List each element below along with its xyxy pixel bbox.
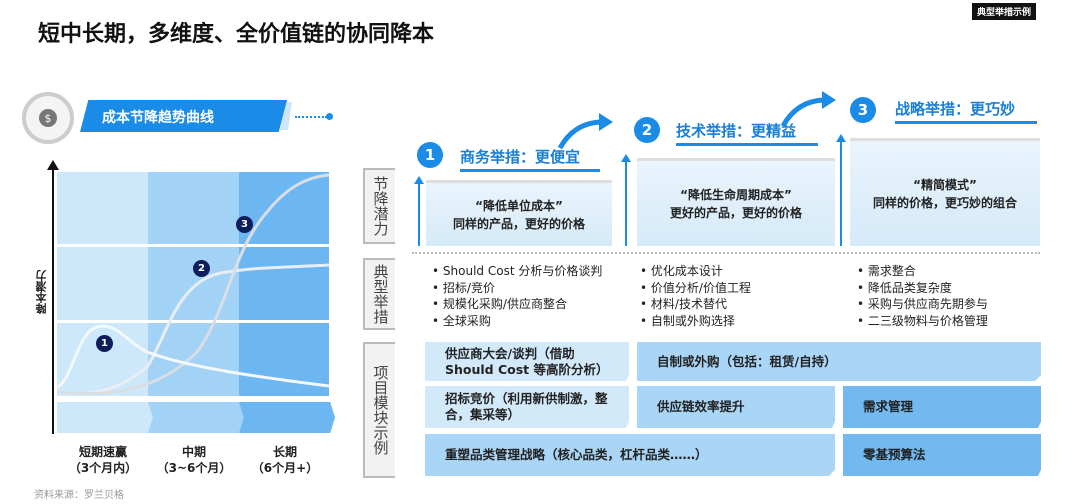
period-label-short: 短期速赢（3个月内）	[68, 445, 138, 475]
period-band-short	[57, 402, 153, 433]
marker-2: 2	[193, 260, 210, 277]
potential-arrow-3	[836, 134, 846, 246]
measures-list-3: • 需求整合 • 降低品类复杂度 • 采购与供应商先期参与 • 二三级物料与价格…	[857, 264, 988, 328]
module-category-strategy: 重塑品类管理战略（核心品类，杠杆品类……）	[425, 434, 835, 476]
dotted-arrow-head	[326, 113, 333, 120]
source-note: 资料来源：罗兰贝格	[34, 490, 124, 501]
potential-arrow-2	[621, 154, 631, 246]
module-supply-chain-efficiency: 供应链效率提升	[637, 386, 835, 428]
measures-list-2: • 优化成本设计 • 价值分析/价值工程 • 材料/技术替代 • 自制或外购选择	[640, 264, 751, 328]
curve-1	[57, 324, 329, 389]
period-band-long	[239, 402, 335, 433]
step-2-title: 技术举措：更精益	[676, 120, 818, 146]
page-title: 短中长期，多维度、全价值链的协同降本	[38, 22, 435, 47]
step-3-title: 战略举措：更巧妙	[895, 98, 1037, 124]
row-label-modules: 项目模块示例	[363, 342, 395, 478]
y-axis	[52, 168, 54, 434]
marker-3: 3	[236, 216, 253, 233]
step-2-badge: 2	[634, 117, 660, 143]
curve-2	[57, 263, 329, 396]
measures-list-1: • Should Cost 分析与价格谈判 • 招标/竞价 • 规模化采购/供应…	[432, 264, 603, 328]
gridline	[57, 244, 329, 247]
module-make-or-buy: 自制或外购（包括：租赁/自持）	[637, 342, 1041, 381]
gridline	[57, 320, 329, 323]
period-band-mid	[148, 402, 244, 433]
trend-curves	[57, 173, 329, 396]
period-label-long: 长期（6个月+）	[251, 445, 319, 475]
section-tag: 典型举措示例	[972, 3, 1037, 20]
row-label-measures: 典型举措	[363, 258, 395, 330]
period-long-column	[239, 172, 329, 396]
module-demand-management: 需求管理	[843, 386, 1041, 428]
step-1-badge: 1	[417, 142, 443, 168]
curve-banner: 成本节降趋势曲线	[80, 100, 287, 132]
potential-box-3: “精简模式”同样的价格，更巧妙的组合	[850, 138, 1040, 246]
step-1-title: 商务举措：更便宜	[460, 146, 600, 172]
period-label-mid: 中期（3~6个月）	[156, 445, 232, 475]
marker-1: 1	[96, 335, 113, 352]
y-axis-arrow-icon	[47, 160, 59, 170]
y-axis-label: 降本潜力	[35, 270, 48, 314]
curve-3	[57, 173, 329, 396]
dollar-icon: $	[39, 109, 57, 127]
row-label-potential: 节降潜力	[363, 168, 395, 244]
potential-box-2: “降低生命周期成本”更好的产品，更好的价格	[637, 158, 835, 246]
module-tender-bidding: 招标竞价（利用新供制激，整 合，集采等）	[425, 386, 629, 428]
module-supplier-negotiation: 供应商大会/谈判（借助 Should Cost 等高阶分析）	[425, 342, 629, 381]
module-zero-based-budget: 零基预算法	[843, 434, 1041, 476]
curved-arrow-icon	[780, 91, 836, 128]
divider	[412, 252, 1040, 254]
dollar-plant-icon: $	[22, 92, 74, 144]
curved-arrow-icon	[557, 113, 613, 150]
potential-arrow-1	[414, 176, 424, 246]
step-3-badge: 3	[850, 97, 876, 123]
potential-box-1: “降低单位成本”同样的产品，更好的价格	[426, 180, 612, 246]
dotted-arrow-icon	[295, 116, 327, 118]
period-short-column	[57, 172, 148, 396]
